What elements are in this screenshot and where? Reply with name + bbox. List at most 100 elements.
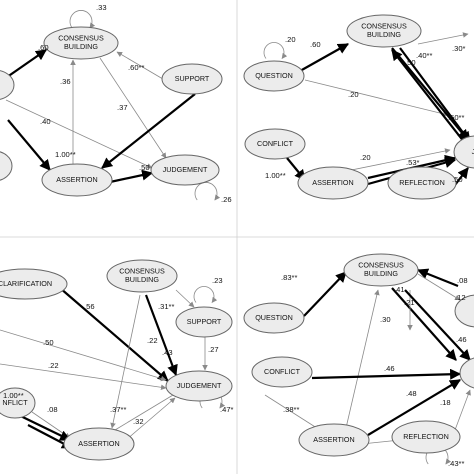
p4-node-label: REFLECTION bbox=[403, 432, 449, 441]
p2-edge-arrow bbox=[399, 47, 471, 143]
p1-node-label: JUDGEMENT bbox=[163, 165, 208, 174]
p4-edge-arrow bbox=[417, 273, 461, 301]
p3-node-label: SUPPORT bbox=[187, 317, 222, 326]
p2-edge-arrow bbox=[299, 43, 349, 72]
p2-node-label: JU bbox=[472, 147, 474, 156]
p4-node-label: QUESTION bbox=[255, 313, 293, 322]
p1-self-loop bbox=[194, 182, 221, 201]
p3-node-shape bbox=[165, 370, 233, 402]
p4-edge-label: .21 bbox=[404, 298, 415, 307]
p3-edge-label: .43 bbox=[162, 348, 173, 357]
p2-node-shape bbox=[243, 60, 305, 92]
p2-edge-label: 1.00** bbox=[265, 171, 286, 180]
p4-edge-arrow bbox=[311, 368, 462, 380]
p4-node-label: CONFLICT bbox=[264, 367, 301, 376]
p4-node-right-top: S bbox=[454, 294, 474, 328]
p1-edge-label: .50 bbox=[139, 163, 150, 172]
p4-edge-arrow bbox=[264, 394, 321, 431]
p3-node-shape bbox=[63, 427, 135, 461]
p2-edge-label: .50 bbox=[405, 58, 416, 67]
p4-node-label: BUILDING bbox=[364, 269, 398, 278]
p3-edge-arrow bbox=[114, 391, 179, 431]
p3-edge-label: .22 bbox=[48, 361, 59, 370]
p3-self-loop bbox=[193, 286, 218, 303]
p2-edge-label: .20 bbox=[348, 90, 359, 99]
p4-node-assertion: ASSERTION bbox=[298, 423, 370, 457]
p1-edge-label: .60 bbox=[38, 43, 49, 52]
p1-edge-arrow bbox=[109, 169, 154, 184]
p4-edge-label: .48 bbox=[406, 389, 417, 398]
p1-edge-arrow bbox=[5, 99, 153, 169]
p2-edge-label: .53* bbox=[406, 158, 420, 167]
p3-node-judgement: JUDGEMENT bbox=[165, 370, 233, 402]
p3-node-label: JUDGEMENT bbox=[177, 381, 222, 390]
p2-edge-label: .30* bbox=[452, 44, 466, 53]
p4-edge-arrow bbox=[454, 389, 471, 431]
p3-edge-arrow bbox=[144, 294, 178, 377]
p3-node-label: NFLICT bbox=[2, 398, 28, 407]
p1-node-shape bbox=[0, 151, 13, 181]
edge-labels-layer: .60.36.60**.37.401.00**.50.33.26.60.20.4… bbox=[3, 3, 468, 468]
p2-edge-arrow bbox=[304, 79, 449, 117]
p3-edge-arrow bbox=[125, 397, 176, 441]
p4-edge-label: .41 bbox=[394, 285, 405, 294]
p2-self-loop bbox=[263, 42, 288, 59]
p2-node-label: ASSERTION bbox=[312, 178, 353, 187]
p2-node-judgement-partial: JU bbox=[453, 135, 474, 169]
p3-edge-arrow bbox=[175, 289, 195, 308]
p4-edge-label: .18 bbox=[440, 398, 451, 407]
p2-node-label: CONFLICT bbox=[257, 139, 294, 148]
p4-edge-label: .46 bbox=[384, 364, 395, 373]
p3-edge-arrow bbox=[110, 294, 141, 429]
p1-edge-label: .36 bbox=[60, 77, 71, 86]
p2-node-shape bbox=[297, 166, 369, 200]
p1-node-assertion: ASSERTION bbox=[41, 163, 113, 197]
p1-self-loop bbox=[69, 10, 96, 29]
p2-node-label: BUILDING bbox=[367, 30, 401, 39]
p4-edge-label: .08 bbox=[457, 276, 468, 285]
p2-edge-arrow bbox=[391, 49, 469, 148]
p1-edge-label: .60** bbox=[128, 63, 145, 72]
p1-loop-label: .26 bbox=[221, 195, 232, 204]
p4-node-shape bbox=[243, 302, 305, 334]
p2-node-question: QUESTION bbox=[243, 60, 305, 92]
p4-edge-label: .12 bbox=[455, 293, 466, 302]
p4-edge-label: .30 bbox=[380, 315, 391, 324]
p3-node-shape bbox=[175, 306, 233, 338]
p1-node-judgement: JUDGEMENT bbox=[150, 154, 220, 186]
p1-node-label: BUILDING bbox=[64, 42, 98, 51]
p4-node-shape bbox=[298, 423, 370, 457]
p2-edge-label: .60 bbox=[310, 40, 321, 49]
p2-node-shape bbox=[387, 166, 457, 200]
p1-edge-label: .37 bbox=[117, 103, 128, 112]
p4-node-conflict: CONFLICT bbox=[251, 356, 313, 388]
p3-node-support: SUPPORT bbox=[175, 306, 233, 338]
p3-edge-label: .50 bbox=[43, 338, 54, 347]
p4-node-shape bbox=[391, 420, 461, 454]
p3-loop-label: .47* bbox=[220, 405, 234, 414]
p3-edge-label: .56 bbox=[84, 302, 95, 311]
p1-node-shape bbox=[43, 26, 119, 60]
p1-node-left-top bbox=[0, 70, 15, 100]
p3-edge-label: .27 bbox=[208, 345, 219, 354]
p2-node-label: QUESTION bbox=[255, 71, 293, 80]
p3-node-clarification: CLARIFICATION bbox=[0, 268, 68, 300]
p1-node-shape bbox=[150, 154, 220, 186]
p4-edge-arrow bbox=[303, 271, 347, 317]
p4-edge-arrow bbox=[416, 268, 459, 288]
p4-node-shape bbox=[251, 356, 313, 388]
p3-node-label: BUILDING bbox=[125, 275, 159, 284]
p2-edge-label: .20 bbox=[360, 153, 371, 162]
p4-edge-arrow bbox=[404, 289, 471, 361]
p3-edge-arrow bbox=[0, 363, 167, 391]
p1-edge-label: .40 bbox=[40, 117, 51, 126]
p3-edge-label: .37** bbox=[110, 405, 127, 414]
p3-edge-label: .32 bbox=[133, 417, 144, 426]
p3-loop-label: .23 bbox=[212, 276, 223, 285]
p3-node-shape bbox=[0, 268, 68, 300]
